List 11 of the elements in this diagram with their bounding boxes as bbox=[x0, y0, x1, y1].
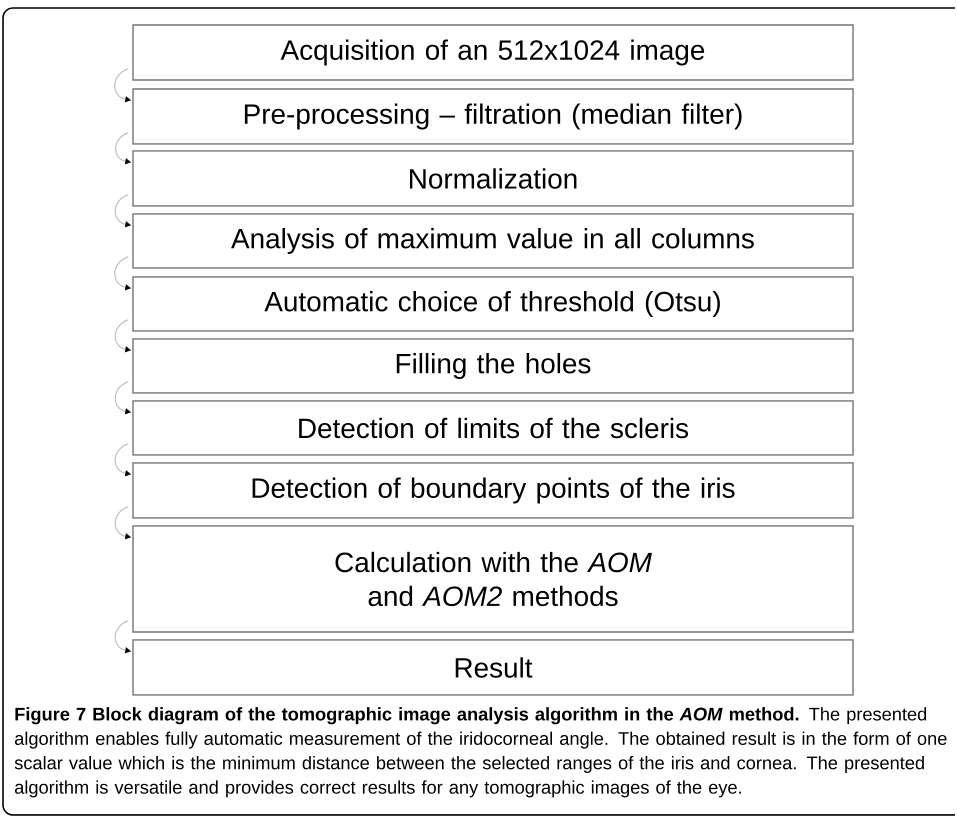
process-box: Detection of boundary points of the iris bbox=[132, 462, 854, 519]
process-box: Detection of limits of the scleris bbox=[132, 400, 854, 456]
process-box: Result bbox=[132, 639, 854, 696]
process-box: Automatic choice of threshold (Otsu) bbox=[132, 276, 854, 332]
process-box: Pre-processing – filtration (median filter) bbox=[132, 88, 854, 145]
figure-caption: Figure 7 Block diagram of the tomographic image analysis algorithm in the AOM method. The presented algorithm enables fully automatic measurement of the iridocorneal angle. The obtained result is in the form of one scalar value which is the minimum distance between the selected ranges of the iris and cornea. The presented algorithm is versatile and provides correct results for any tomographic images of the eye. bbox=[14, 707, 947, 798]
process-box: Analysis of maximum value in all columns bbox=[132, 213, 854, 269]
process-box: Calculation with the AOM and AOM2 methods bbox=[132, 525, 854, 633]
process-box: Normalization bbox=[132, 150, 854, 207]
process-box: Acquisition of an 512x1024 image bbox=[132, 24, 854, 81]
process-box: Filling the holes bbox=[132, 338, 854, 394]
